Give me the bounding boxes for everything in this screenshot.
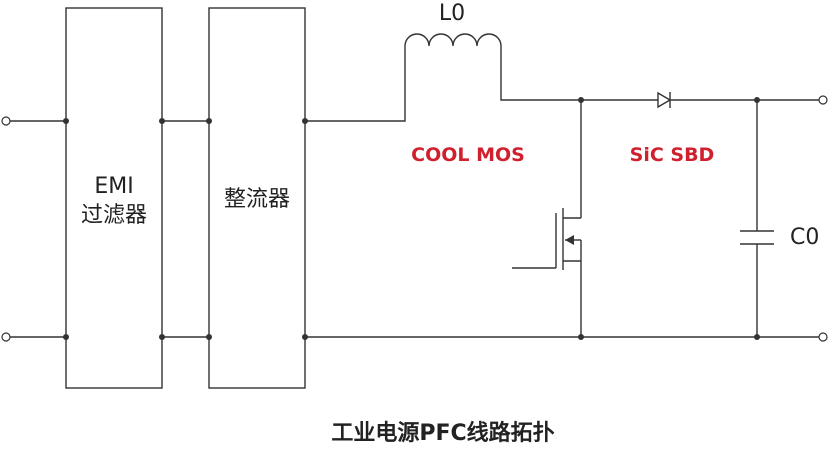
diode-label: SiC SBD [630, 144, 715, 166]
node-rect-in-top [206, 118, 212, 124]
rectifier-block [208, 7, 306, 389]
emi-filter-block [65, 7, 163, 389]
node-emi-in-bottom [63, 334, 69, 340]
node-emi-in-top [63, 118, 69, 124]
inductor-label: L0 [439, 1, 465, 26]
wire-inductor-to-node [500, 46, 581, 101]
mosfet-body-arrow [565, 235, 574, 245]
output-terminal-bottom [818, 332, 828, 342]
emi-label-line1: EMI [94, 174, 133, 199]
output-terminal-top [818, 95, 828, 105]
node-rect-in-bottom [206, 334, 212, 340]
capacitor-label: C0 [790, 225, 819, 250]
input-terminal-bottom [1, 332, 11, 342]
input-terminal-top [1, 116, 11, 126]
mosfet-label: COOL MOS [411, 144, 525, 166]
inductor-coil [404, 33, 502, 47]
rectifier-label: 整流器 [224, 187, 290, 212]
diagram-caption: 工业电源PFC线路拓扑 [331, 420, 554, 446]
emi-label-line2: 过滤器 [81, 203, 147, 228]
diode-symbol [657, 91, 672, 109]
wire-rect-to-inductor [305, 46, 406, 122]
